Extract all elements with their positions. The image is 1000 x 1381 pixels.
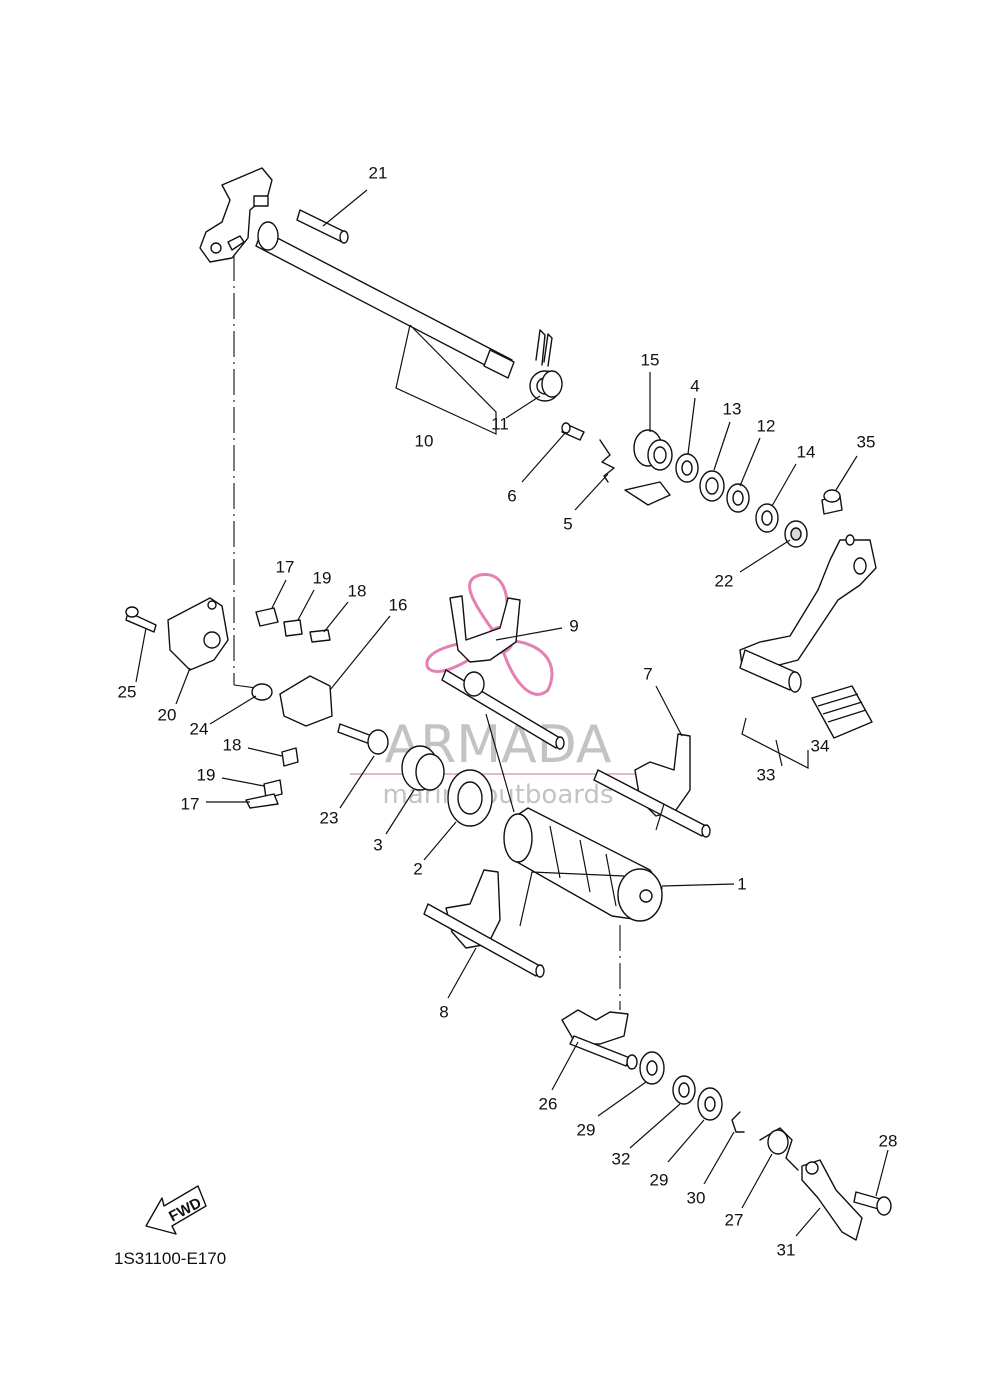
shift-spring: [529, 329, 563, 402]
callout-14: 14: [797, 443, 816, 462]
callout-21: 21: [369, 164, 388, 183]
callout-24: 24: [190, 720, 209, 739]
callout-26: 26: [539, 1095, 558, 1114]
relation-lines: [233, 255, 621, 1010]
diagram-code: 1S31100-E170: [114, 1249, 226, 1268]
callout-17: 17: [181, 795, 200, 814]
callout-4: 4: [690, 377, 699, 396]
callout-8: 8: [439, 1003, 448, 1022]
callout-31: 31: [777, 1241, 796, 1260]
callout-22: 22: [715, 572, 734, 591]
callout-17: 17: [276, 558, 295, 577]
callout-29: 29: [650, 1171, 669, 1190]
fwd-direction-marker: FWD: [145, 1185, 207, 1235]
callout-13: 13: [723, 400, 742, 419]
shift-pedal-assembly: [739, 489, 877, 739]
callout-33: 33: [757, 766, 776, 785]
callout-9: 9: [569, 617, 578, 636]
callout-25: 25: [118, 683, 137, 702]
callout-16: 16: [389, 596, 408, 615]
shift-shaft-assembly: [199, 167, 515, 379]
callout-2: 2: [413, 860, 422, 879]
callout-18: 18: [348, 582, 367, 601]
callout-10: 10: [415, 432, 434, 451]
fwd-arrow-icon: [145, 1185, 207, 1235]
shift-fork-9: [441, 595, 565, 750]
callout-12: 12: [757, 417, 776, 436]
callout-30: 30: [687, 1189, 706, 1208]
callout-20: 20: [158, 706, 177, 725]
shift-guide-assembly: [561, 1009, 892, 1241]
callout-1: 1: [737, 875, 746, 894]
stopper-lever-parts: [561, 422, 615, 483]
callout-7: 7: [643, 665, 652, 684]
drum-end-parts: [337, 723, 493, 827]
callout-6: 6: [507, 487, 516, 506]
leader-lines: [135, 189, 889, 1237]
shift-drum: [503, 807, 663, 922]
callout-19: 19: [197, 766, 216, 785]
callout-35: 35: [857, 433, 876, 452]
callout-29: 29: [577, 1121, 596, 1140]
callout-15: 15: [641, 351, 660, 370]
callout-27: 27: [725, 1211, 744, 1230]
shift-fork-7: [593, 733, 711, 838]
callout-23: 23: [320, 809, 339, 828]
callout-18: 18: [223, 736, 242, 755]
callout-11: 11: [491, 415, 509, 434]
callout-3: 3: [373, 836, 382, 855]
callout-5: 5: [563, 515, 572, 534]
callout-labels: 2110111541312143565221719181692520247181…: [118, 164, 898, 1260]
segment-assembly: [125, 597, 333, 809]
callout-32: 32: [612, 1150, 631, 1169]
callout-34: 34: [811, 737, 830, 756]
callout-19: 19: [313, 569, 332, 588]
shaft-collars: [624, 429, 808, 548]
callout-28: 28: [879, 1132, 898, 1151]
shift-fork-8: [423, 869, 545, 978]
